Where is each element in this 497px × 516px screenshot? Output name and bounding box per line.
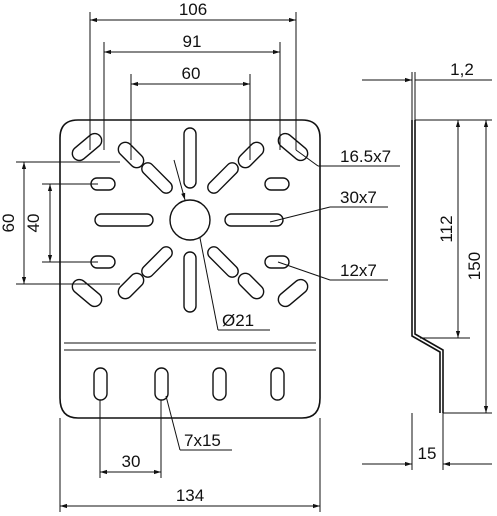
side-view-profile — [411, 120, 444, 413]
svg-text:15: 15 — [418, 444, 437, 463]
dimension-106: 106 — [89, 0, 297, 150]
svg-text:7x15: 7x15 — [184, 431, 221, 450]
callout-diameter-21: Ø21 — [173, 159, 270, 331]
callout-7x15: 7x15 — [165, 395, 232, 451]
svg-text:Ø21: Ø21 — [222, 311, 254, 330]
svg-text:60: 60 — [182, 64, 201, 83]
dimension-30: 30 — [99, 400, 162, 478]
svg-text:12x7: 12x7 — [340, 261, 377, 280]
dimension-134: 134 — [59, 418, 321, 512]
callout-16-5x7: 16.5x7 — [295, 147, 400, 167]
front-view-plate — [59, 119, 321, 419]
svg-text:16.5x7: 16.5x7 — [340, 147, 391, 166]
svg-text:112: 112 — [437, 215, 456, 242]
bottom-slots — [93, 367, 285, 401]
dimension-40-left: 40 — [24, 183, 98, 263]
dimension-60-left: 60 — [0, 161, 120, 285]
center-hole — [169, 199, 211, 241]
svg-text:30x7: 30x7 — [340, 188, 377, 207]
svg-text:134: 134 — [176, 486, 204, 505]
callout-12x7: 12x7 — [277, 261, 388, 281]
callout-30x7: 30x7 — [269, 188, 388, 223]
dimension-150: 150 — [443, 120, 492, 414]
dimension-thickness-1-2: 1,2 — [362, 60, 492, 120]
dimension-15: 15 — [362, 413, 492, 470]
svg-text:40: 40 — [24, 214, 43, 233]
dimension-91: 91 — [103, 32, 281, 150]
svg-text:106: 106 — [179, 0, 207, 19]
dimension-112: 112 — [415, 119, 492, 339]
svg-text:150: 150 — [465, 252, 484, 280]
svg-text:1,2: 1,2 — [450, 60, 474, 79]
dimension-60-top: 60 — [130, 64, 251, 160]
svg-text:30: 30 — [122, 452, 141, 471]
svg-text:60: 60 — [0, 214, 18, 233]
svg-text:91: 91 — [183, 32, 202, 51]
